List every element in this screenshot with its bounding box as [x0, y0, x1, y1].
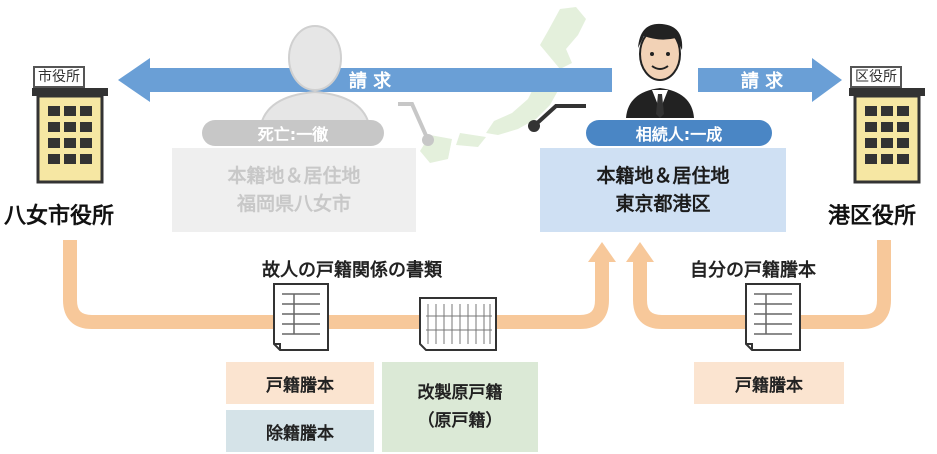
- deceased-connector: [398, 102, 430, 141]
- right-request-arrow: [698, 58, 842, 102]
- left-office-name: 八女市役所: [4, 204, 115, 229]
- building-icon: [32, 88, 108, 184]
- building-icon: [849, 88, 925, 184]
- document-icon: [745, 283, 801, 351]
- deceased-box-line1: 本籍地＆居住地: [227, 165, 361, 187]
- kaisei-line2: （原戸籍）: [417, 411, 503, 431]
- heir-pill: 相続人:一成: [586, 120, 772, 146]
- deceased-docs-caption: 故人の戸籍関係の書類: [262, 260, 442, 281]
- deceased-pill: 死亡:一徹: [202, 120, 384, 146]
- person-icon: [626, 23, 694, 118]
- right-office-name: 港区役所: [828, 204, 917, 229]
- joseki-tohon-label: 除籍謄本: [266, 423, 334, 444]
- heir-box: 本籍地＆居住地 東京都港区: [540, 148, 786, 232]
- koseki-tohon-right-box: 戸籍謄本: [694, 362, 844, 404]
- kaisei-line1: 改製原戸籍: [417, 383, 503, 403]
- left-office-sign: 市役所: [33, 66, 85, 88]
- own-docs-caption: 自分の戸籍謄本: [690, 260, 816, 281]
- heir-pill-label: 相続人:一成: [635, 125, 723, 144]
- heir-box-line2: 東京都港区: [615, 193, 711, 215]
- right-office-sign: 区役所: [850, 66, 902, 88]
- deceased-docs-flow: [63, 240, 609, 329]
- deceased-box: 本籍地＆居住地 福岡県八女市: [172, 148, 416, 232]
- old-register-icon: [419, 297, 497, 351]
- left-request-arrow: [118, 58, 612, 102]
- deceased-person-icon: [258, 25, 372, 130]
- document-icon: [273, 283, 329, 351]
- koseki-tohon-left-label: 戸籍謄本: [266, 375, 334, 396]
- koseki-tohon-right-label: 戸籍謄本: [735, 375, 803, 396]
- deceased-pill-label: 死亡:一徹: [257, 125, 329, 144]
- right-request-label: 請 求: [740, 71, 784, 92]
- deceased-box-line2: 福岡県八女市: [236, 193, 351, 215]
- heir-box-line1: 本籍地＆居住地: [596, 165, 730, 187]
- heir-connector: [532, 104, 586, 128]
- koseki-tohon-left-box: 戸籍謄本: [226, 362, 374, 404]
- joseki-tohon-box: 除籍謄本: [226, 410, 374, 452]
- kaisei-genkoseki-box: 改製原戸籍 （原戸籍）: [382, 362, 538, 452]
- left-request-label: 請 求: [348, 71, 392, 92]
